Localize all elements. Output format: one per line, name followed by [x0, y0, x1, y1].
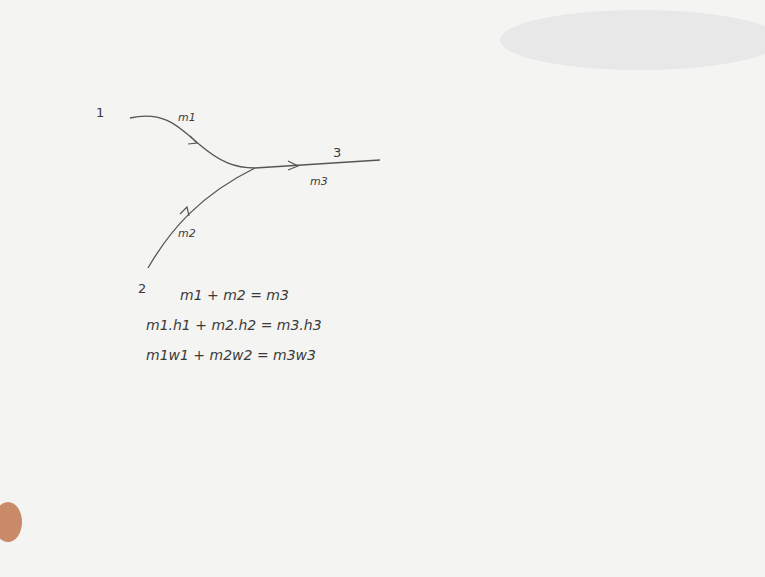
moisture-balance-equation: m1w1 + m2w2 = m3w3 [146, 348, 316, 363]
flow-arrow [188, 136, 197, 144]
point-number: 2 [138, 282, 146, 296]
flow-arrow [288, 161, 298, 170]
outlet-stream [255, 160, 380, 168]
glare [500, 10, 765, 70]
point-number: 1 [96, 106, 104, 120]
inlet-stream-2 [148, 168, 255, 268]
flow-label: m2 [178, 228, 196, 240]
flow-label: m1 [178, 112, 196, 124]
point-number: 3 [333, 146, 341, 160]
flow-arrow [180, 207, 189, 216]
mass-balance-equation: m1 + m2 = m3 [180, 288, 289, 303]
energy-balance-equation: m1.h1 + m2.h2 = m3.h3 [146, 318, 322, 333]
hand [0, 502, 22, 542]
flow-label: m3 [310, 176, 328, 188]
